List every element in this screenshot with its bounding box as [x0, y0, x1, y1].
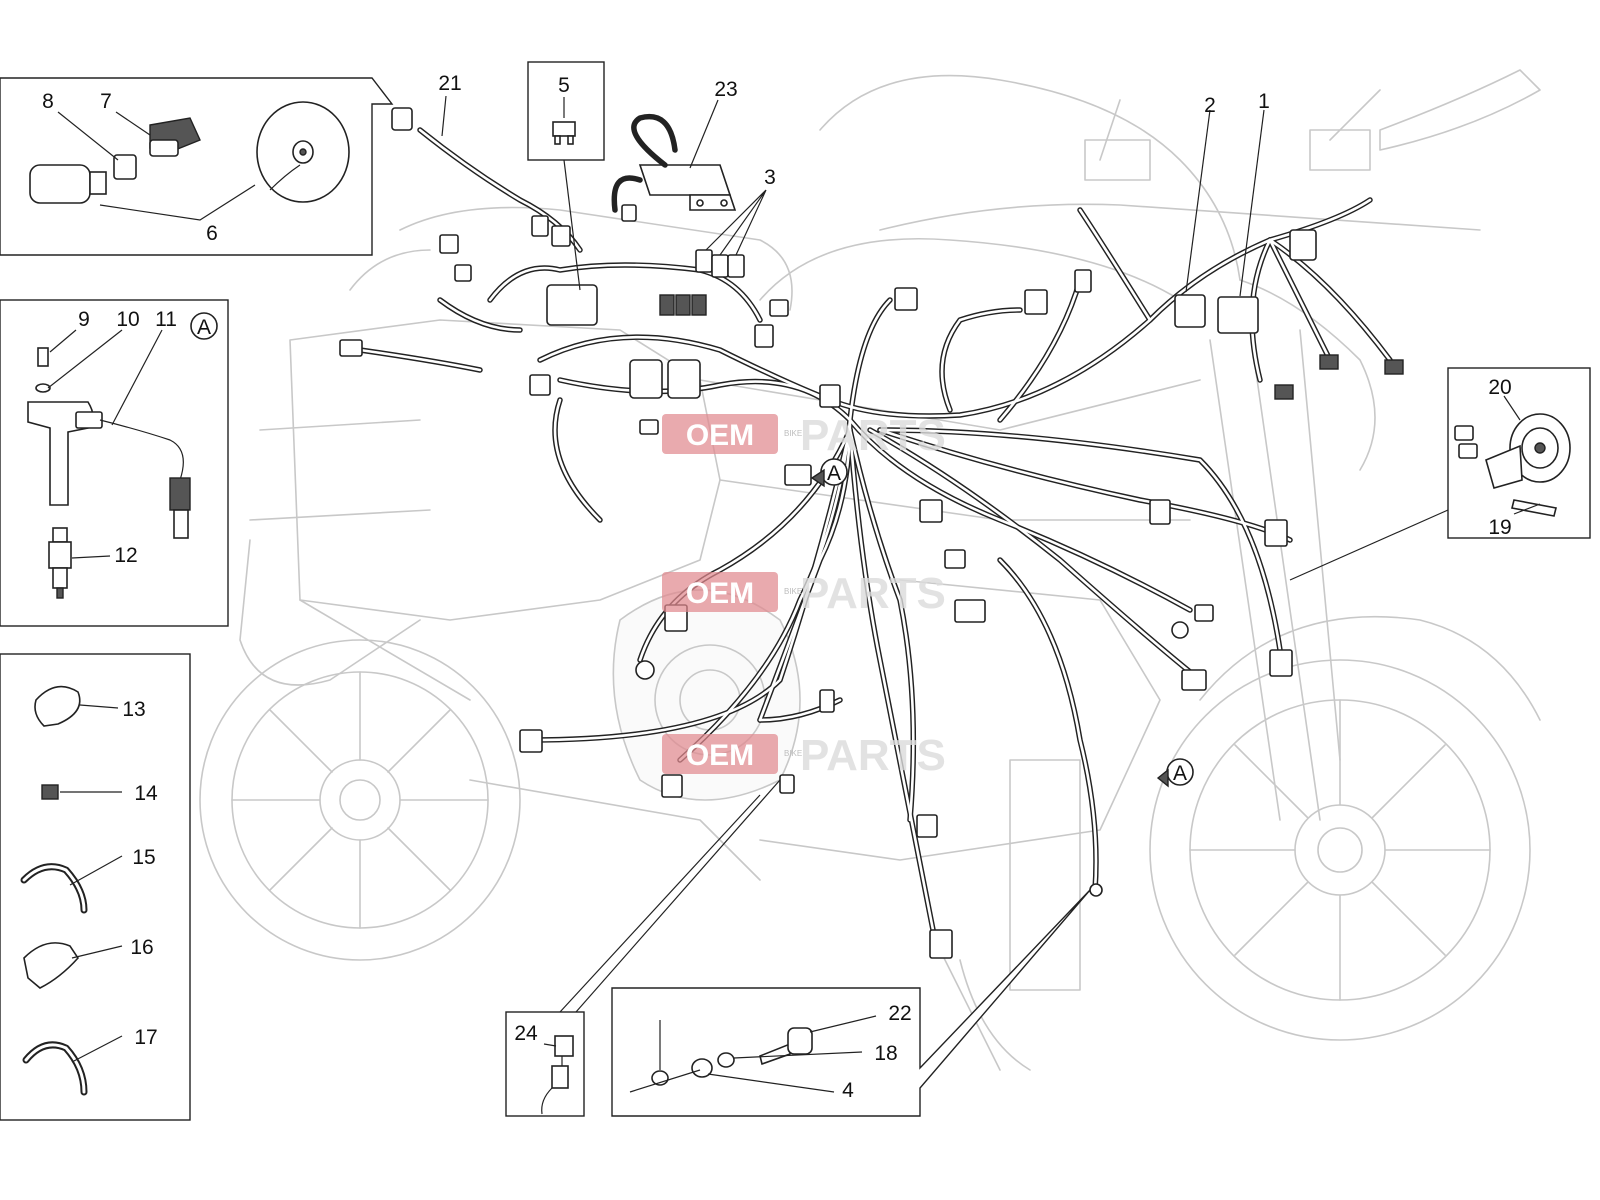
section-marker-label-2: A [827, 462, 841, 485]
callout-2: 2 [1204, 94, 1216, 117]
main-wiring-harness [339, 127, 1404, 959]
ignition-coil-icon [27, 347, 191, 539]
callout-15: 15 [132, 846, 155, 869]
leader-lines-box1 [57, 111, 256, 221]
callout-13: 13 [122, 698, 145, 721]
harness-wire-core [1078, 208, 1152, 322]
watermark-word-2: PARTS [800, 569, 946, 618]
harness-wire-core [1268, 198, 1372, 242]
callout-7: 7 [100, 90, 112, 113]
watermark-small-1: BIKE [784, 429, 802, 438]
callout-22: 22 [888, 1002, 911, 1025]
harness-wire-core [488, 263, 762, 322]
watermark-word-3: PARTS [800, 731, 946, 780]
harness-wire [997, 557, 1099, 893]
detail-box-sensor-kit [0, 77, 394, 256]
section-marker-label-3: A [1173, 762, 1187, 785]
leader-lines-boxA [47, 329, 163, 559]
detail-box-fuse [527, 61, 605, 291]
harness-wire-core [998, 558, 1098, 892]
harness-wire-core [848, 298, 892, 422]
callout-6: 6 [206, 222, 218, 245]
watermark-small-3: BIKE [784, 749, 802, 758]
harness-connectors [339, 229, 1404, 959]
detail-box-sensor-24 [505, 779, 781, 1117]
callout-10: 10 [116, 308, 139, 331]
disc-icon [256, 101, 350, 203]
harness-wire [867, 427, 1203, 683]
harness-wire-core [438, 298, 522, 332]
watermark-brand-2: OEM [686, 577, 754, 610]
callout-4: 4 [842, 1079, 854, 1102]
callout-21: 21 [438, 72, 461, 95]
harness-wire-core [998, 278, 1082, 422]
relay-icons [695, 249, 745, 278]
watermark-small-2: BIKE [784, 587, 802, 596]
callout-9: 9 [78, 308, 90, 331]
callout-16: 16 [130, 936, 153, 959]
callout-labels: 1 2 3 4 5 6 7 8 9 10 11 12 13 14 15 16 1… [42, 72, 1512, 1102]
section-marker-label-1: A [197, 316, 211, 339]
callout-8: 8 [42, 90, 54, 113]
harness-wire-core [878, 428, 1282, 652]
detail-box-clips [0, 653, 191, 1121]
callout-14: 14 [134, 782, 158, 805]
harness-wire-core [868, 428, 1202, 682]
callout-24: 24 [514, 1022, 538, 1045]
harness-wire-core [848, 428, 937, 942]
detail-box-ground-bolt [611, 889, 1091, 1117]
harness-wire [437, 297, 523, 333]
watermark-brand-3: OEM [686, 739, 754, 772]
callout-23: 23 [714, 78, 737, 101]
callout-19: 19 [1488, 516, 1511, 539]
harness-wire [939, 307, 1023, 413]
watermark-word-1: PARTS [800, 411, 946, 460]
harness-wire-core [553, 398, 602, 522]
callout-12: 12 [114, 544, 137, 567]
watermark-brand-1: OEM [686, 419, 754, 452]
pickup-sensor-icon [29, 117, 201, 204]
callout-18: 18 [874, 1042, 897, 1065]
standalone-parts [391, 95, 1265, 788]
harness-wire [552, 397, 603, 523]
callout-1: 1 [1258, 90, 1270, 113]
section-marker-circle [190, 312, 218, 340]
harness-wire-core [848, 428, 915, 822]
callout-11: 11 [155, 308, 177, 331]
callout-3: 3 [764, 166, 776, 189]
harness-wire [847, 297, 893, 423]
watermark: OEM BIKE PARTS OEM BIKE PARTS OEM BIKE P… [662, 411, 946, 780]
harness-wire-core [538, 238, 1272, 418]
horn-icon [1454, 413, 1571, 517]
harness-wire-core [1268, 238, 1392, 362]
harness-wire-core [940, 308, 1022, 412]
harness-wire [1267, 237, 1393, 363]
detail-box-horn [1289, 367, 1591, 581]
module-23-icon [638, 164, 737, 211]
callout-20: 20 [1488, 376, 1511, 399]
spark-plug-icon [48, 527, 72, 599]
harness-wire-core [848, 418, 1192, 612]
callout-17: 17 [134, 1026, 157, 1049]
harness-wire-core [878, 428, 1292, 542]
harness-wire-core [558, 378, 852, 422]
callout-5: 5 [558, 74, 570, 97]
harness-wire [1267, 197, 1373, 243]
harness-wire-core [358, 348, 482, 372]
harness-wire-core [1268, 238, 1332, 362]
detail-box-ignition [0, 299, 229, 627]
harness-wire-core [528, 428, 852, 742]
